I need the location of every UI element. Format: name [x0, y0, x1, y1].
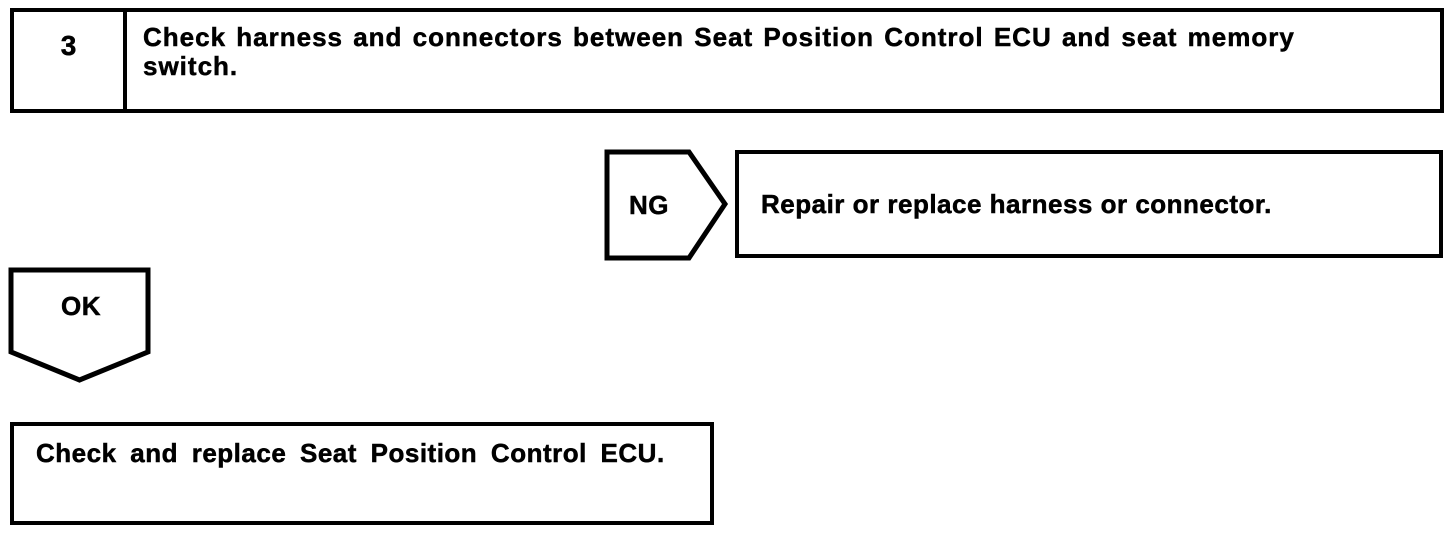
ng-action-box: Repair or replace harness or connector. [735, 150, 1443, 258]
step-box: 3 Check harness and connectors between S… [10, 8, 1444, 113]
step-number: 3 [14, 12, 127, 109]
ng-connector-shape: NG [604, 149, 729, 261]
ng-action-text: Repair or replace harness or connector. [761, 188, 1272, 219]
ng-connector-label: NG [629, 189, 669, 220]
ok-connector-shape: OK [8, 267, 154, 385]
ok-action-box: Check and replace Seat Position Control … [10, 422, 714, 525]
ok-action-text: Check and replace Seat Position Control … [36, 438, 665, 468]
ok-connector-label: OK [61, 291, 101, 322]
step-instruction: Check harness and connectors between Sea… [143, 22, 1295, 81]
ok-pentagon-icon [8, 267, 151, 383]
ng-pentagon-icon [604, 149, 729, 261]
